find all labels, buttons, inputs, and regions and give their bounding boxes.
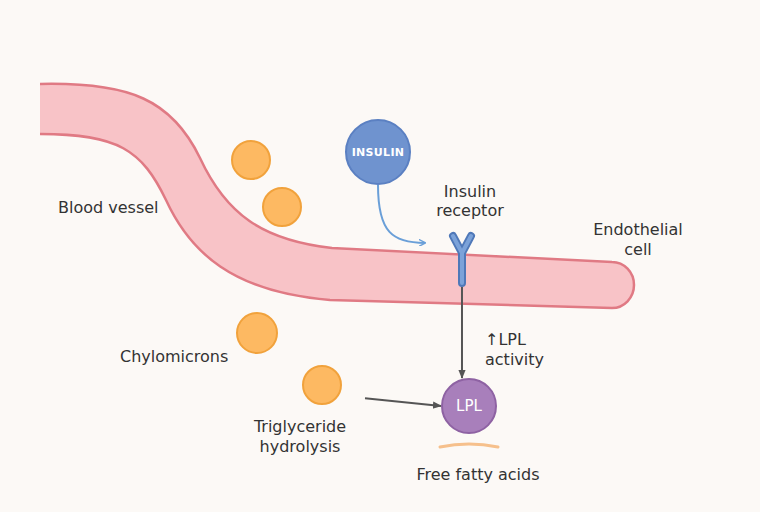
hydrolysis-arrow <box>365 398 441 406</box>
chylomicron <box>302 365 342 405</box>
insulin-receptor: Insulin receptor <box>425 182 515 287</box>
insulin-binding-arrow <box>378 185 425 243</box>
chylomicron <box>237 313 277 353</box>
node-text: Insulin receptor <box>425 182 515 220</box>
chylomicron <box>263 188 301 226</box>
node-text: Triglyceride hydrolysis <box>235 417 365 457</box>
vessel-wall <box>40 84 634 308</box>
cell-label: Endothelial cell <box>583 220 693 260</box>
chylomicron-node: Triglyceride hydrolysis <box>235 365 365 460</box>
node-text: LPL <box>456 397 482 416</box>
receptor-symbol <box>449 233 475 287</box>
blood-vessel <box>40 84 634 308</box>
chylomicron-label: Chylomicrons <box>120 347 260 367</box>
edge-label: ↑LPL activity <box>485 330 565 370</box>
node-text: INSULIN <box>352 143 405 162</box>
lpl-enzyme: LPL <box>441 378 497 434</box>
vessel-label: Blood vessel <box>58 198 218 218</box>
signal-arrow <box>461 287 463 378</box>
product-label: Free fatty acids <box>393 465 563 485</box>
insulin-circle: INSULIN <box>345 119 411 185</box>
chylomicron <box>232 141 270 179</box>
fatty-acid-line <box>440 444 498 447</box>
